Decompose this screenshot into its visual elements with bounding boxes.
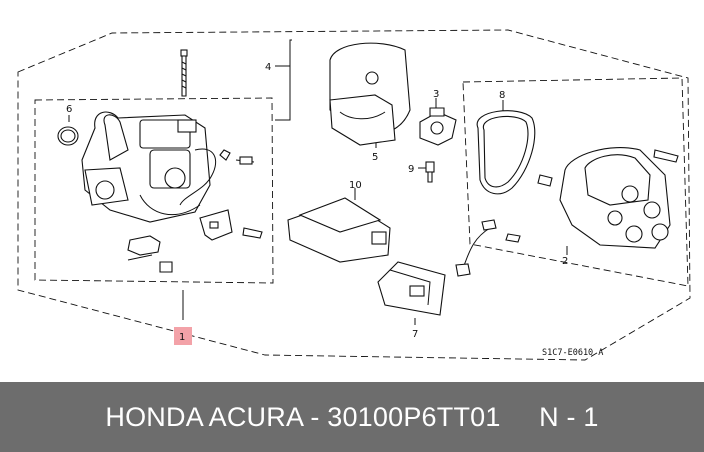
clamp-part (127, 235, 173, 273)
callout-9: 9 (408, 164, 414, 175)
o-ring-part (57, 126, 79, 146)
callout-4: 4 (265, 62, 271, 73)
callout-2: 2 (562, 256, 568, 267)
assembly-outline (17, 29, 691, 361)
callout-7: 7 (412, 329, 418, 340)
screw-part (425, 161, 435, 183)
wire-lead-part (455, 219, 521, 277)
gasket-part (476, 110, 536, 195)
callout-1: 1 (179, 332, 185, 343)
callout-1-highlight (174, 327, 192, 345)
cap-screws-group (537, 149, 679, 187)
exploded-parts-diagram: 1 2 3 4 5 6 7 8 9 10 S1C7-E0610 A (17, 29, 691, 361)
callout-6: 6 (66, 104, 72, 115)
part-number-caption: HONDA ACURA - 30100P6TT01 N - 1 (105, 401, 599, 432)
shield-cover-part (329, 42, 411, 146)
callout-10: 10 (349, 180, 362, 191)
bolt-top-part (180, 49, 188, 97)
rotor-part (419, 107, 457, 146)
distributor-cap-part (559, 147, 671, 249)
cap-subassembly-box (462, 77, 689, 287)
screws-left-group (219, 149, 263, 239)
leader-lines (68, 39, 568, 325)
distributor-housing-part (81, 111, 217, 223)
bracket-part (199, 209, 233, 241)
callout-3: 3 (433, 89, 439, 100)
ignition-coil-part (287, 197, 391, 263)
igniter-unit-part (377, 261, 446, 316)
distributor-subassembly-box (34, 97, 274, 284)
callout-8: 8 (499, 90, 505, 101)
caption-bar: HONDA ACURA - 30100P6TT01 N - 1 (0, 382, 704, 452)
callout-5: 5 (372, 152, 378, 163)
diagram-code: S1C7-E0610 A (542, 348, 603, 358)
